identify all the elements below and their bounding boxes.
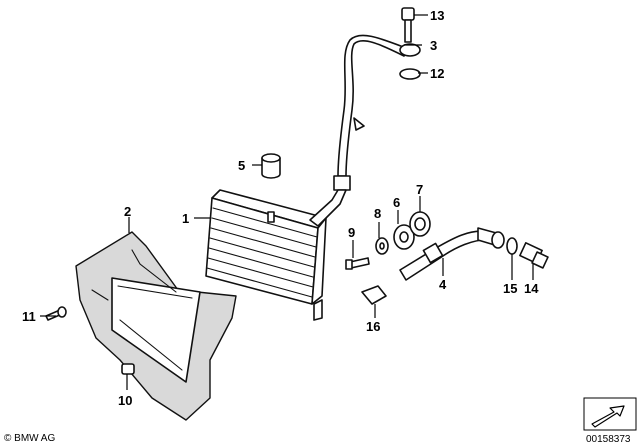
callout-6: 6 (393, 195, 400, 210)
oil-line-upper (309, 34, 421, 227)
washer-8 (375, 237, 389, 255)
banjo-bolt (401, 7, 415, 43)
leader-lines (40, 14, 534, 390)
copyright-notice: © BMW AG (4, 433, 55, 444)
diagram-number: 00158373 (586, 434, 631, 445)
rubber-bushing (261, 153, 281, 179)
callout-14: 14 (524, 281, 539, 296)
callout-7: 7 (416, 182, 423, 197)
screw-11 (45, 306, 67, 321)
radiator-shroud (75, 231, 237, 421)
gasket-ring-upper (399, 68, 421, 80)
callout-13: 13 (430, 8, 444, 23)
callout-4: 4 (439, 277, 447, 292)
callout-9: 9 (348, 225, 355, 240)
rubber-grommet-7 (409, 211, 431, 237)
callout-11: 11 (22, 309, 36, 324)
seal-ring-15 (506, 237, 518, 255)
screw-plug-14 (519, 242, 549, 269)
callout-3: 3 (430, 38, 437, 53)
callout-2: 2 (124, 204, 131, 219)
screw-9 (345, 257, 370, 270)
callout-12: 12 (430, 66, 444, 81)
callout-15: 15 (503, 281, 517, 296)
callout-labels: 1 2 3 4 5 6 7 8 9 10 11 12 13 14 15 16 (22, 8, 539, 408)
callout-8: 8 (374, 206, 381, 221)
rubber-mount-10 (121, 363, 135, 375)
callout-10: 10 (118, 393, 132, 408)
oil-line-lower (399, 227, 505, 281)
damper-6 (393, 224, 415, 250)
clamp-16 (361, 285, 387, 305)
callout-1: 1 (182, 211, 189, 226)
oil-cooler (205, 189, 327, 321)
orientation-arrow-icon (583, 397, 637, 431)
callout-5: 5 (238, 158, 245, 173)
callout-16: 16 (366, 319, 380, 334)
